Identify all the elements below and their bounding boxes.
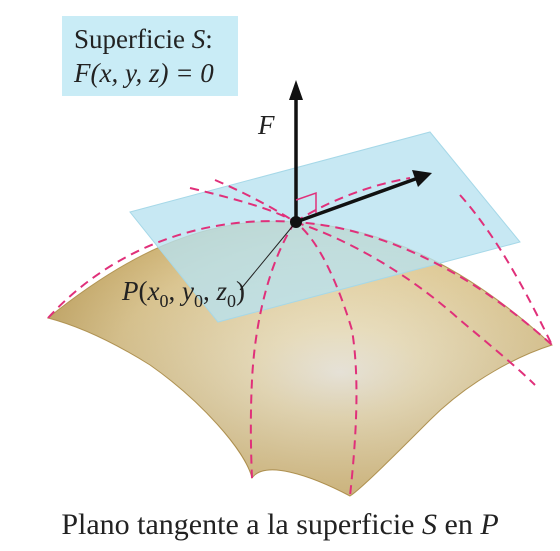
figure-caption: Plano tangente a la superficie S en P [61, 508, 499, 541]
vector-f-label: F [257, 110, 275, 140]
right-angle-marker [295, 191, 317, 213]
tangent-vector-arrowhead [412, 170, 432, 187]
tangent-vector [295, 176, 419, 224]
curve-back-front [189, 187, 358, 497]
curve-back-left [214, 179, 296, 223]
point-leader-line [239, 221, 297, 291]
curve-front-left [249, 221, 296, 479]
surface-shading [48, 221, 552, 496]
point-p-label: P(x0, y0, z0) [121, 276, 245, 311]
point-p [290, 216, 302, 228]
curve-right-back [294, 177, 411, 223]
normal-vector-arrowhead [289, 80, 303, 100]
vectors [289, 80, 432, 224]
surface-label-line1: Superficie S: [74, 24, 213, 54]
curve-right-edge [459, 194, 553, 346]
surface-equation: F(x, y, z) = 0 [74, 58, 214, 88]
curve-to-right-corner [294, 221, 536, 386]
surface-label-box: Superficie S: F(x, y, z) = 0 [62, 16, 238, 96]
